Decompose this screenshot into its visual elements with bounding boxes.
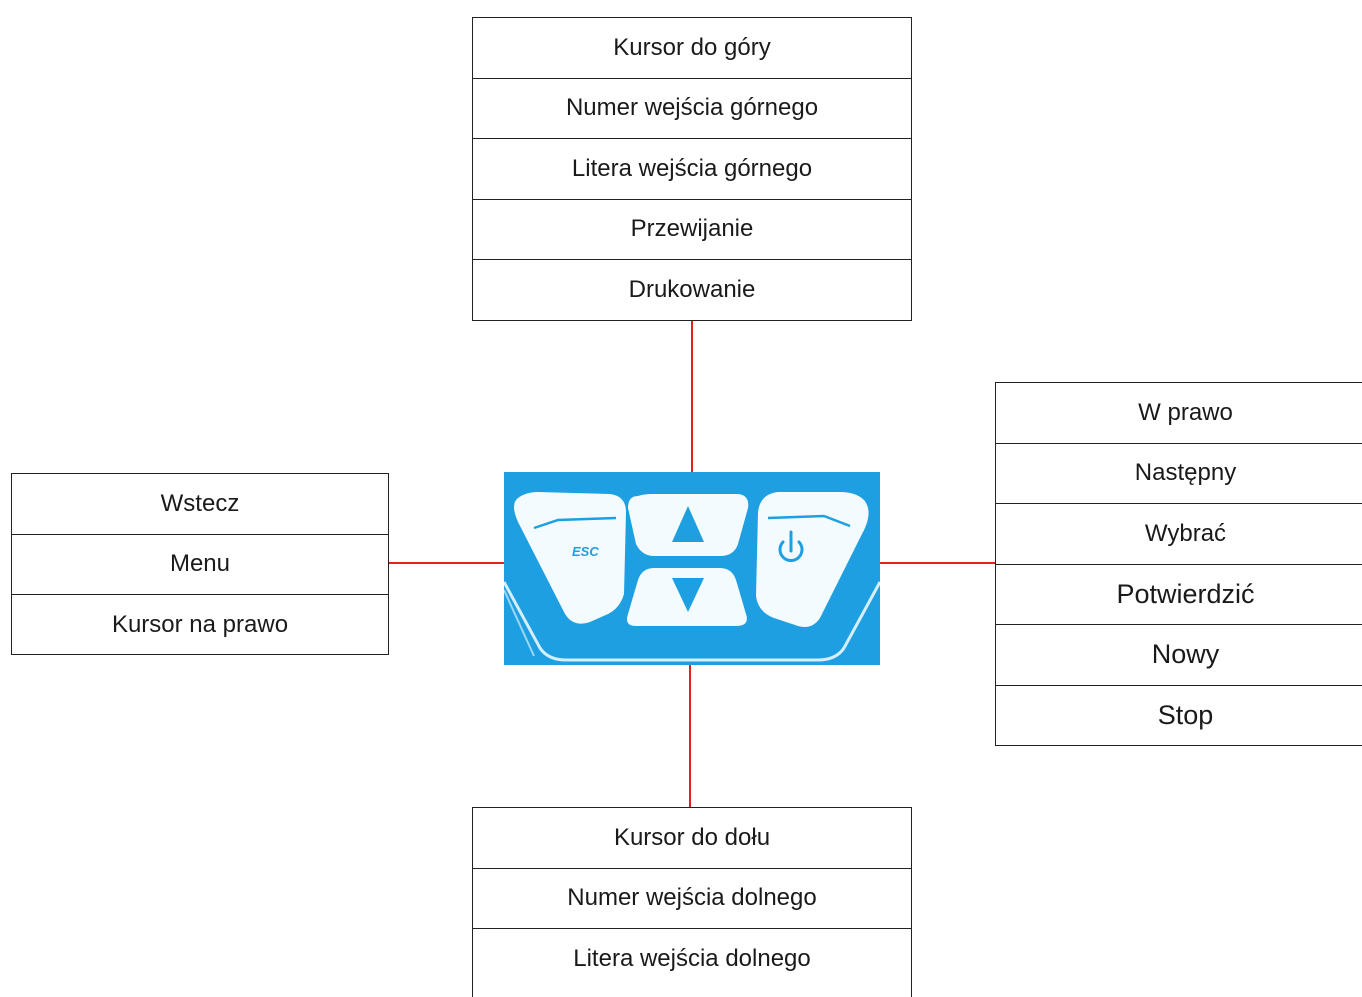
power-function-item: Stop	[1157, 700, 1214, 731]
up-arrow-icon	[672, 506, 704, 542]
esc-label: ESC	[572, 544, 599, 559]
esc-function-item: Menu	[12, 535, 388, 595]
up-function-item: Przewijanie	[473, 200, 911, 260]
power-function-item: W prawo	[996, 383, 1362, 444]
keypad-illustration: ESC	[502, 472, 882, 665]
up-function-item: Numer wejścia górnego	[473, 79, 911, 139]
power-function-item: Wybrać	[996, 504, 1362, 565]
power-key[interactable]	[756, 492, 869, 627]
down-function-item: Kursor do dołu	[473, 808, 911, 869]
up-function-item: Kursor do góry	[473, 18, 911, 79]
down-function-item: Numer wejścia dolnego	[473, 869, 911, 929]
esc-function-item: Kursor na prawo	[111, 611, 289, 639]
power-icon	[778, 530, 804, 562]
keypad-rim	[502, 581, 882, 662]
esc-key-function-box: Wstecz Menu Kursor na prawo	[11, 473, 389, 655]
down-key-function-box: Kursor do dołu Numer wejścia dolnego Lit…	[472, 807, 912, 997]
connector-right	[800, 562, 995, 564]
power-function-item: Następny	[996, 444, 1362, 504]
esc-function-item: Wstecz	[12, 474, 388, 535]
up-function-item: Litera wejścia górnego	[473, 139, 911, 200]
up-function-item: Drukowanie	[628, 276, 756, 304]
power-function-item: Nowy	[996, 625, 1362, 686]
keypad-panel: ESC	[502, 472, 882, 665]
power-key-accent-line	[767, 514, 851, 528]
keypad-rim-shadow	[503, 589, 535, 657]
connector-up	[691, 321, 693, 564]
connector-left	[389, 562, 589, 564]
power-key-function-box: W prawo Następny Wybrać Potwierdzić Nowy…	[995, 382, 1362, 746]
power-function-item: Potwierdzić	[996, 565, 1362, 625]
up-key-function-box: Kursor do góry Numer wejścia górnego Lit…	[472, 17, 912, 321]
down-arrow-icon	[672, 578, 704, 612]
connector-down	[689, 596, 691, 807]
down-function-item: Litera wejścia dolnego	[573, 945, 811, 973]
esc-key-accent-line	[533, 516, 617, 530]
